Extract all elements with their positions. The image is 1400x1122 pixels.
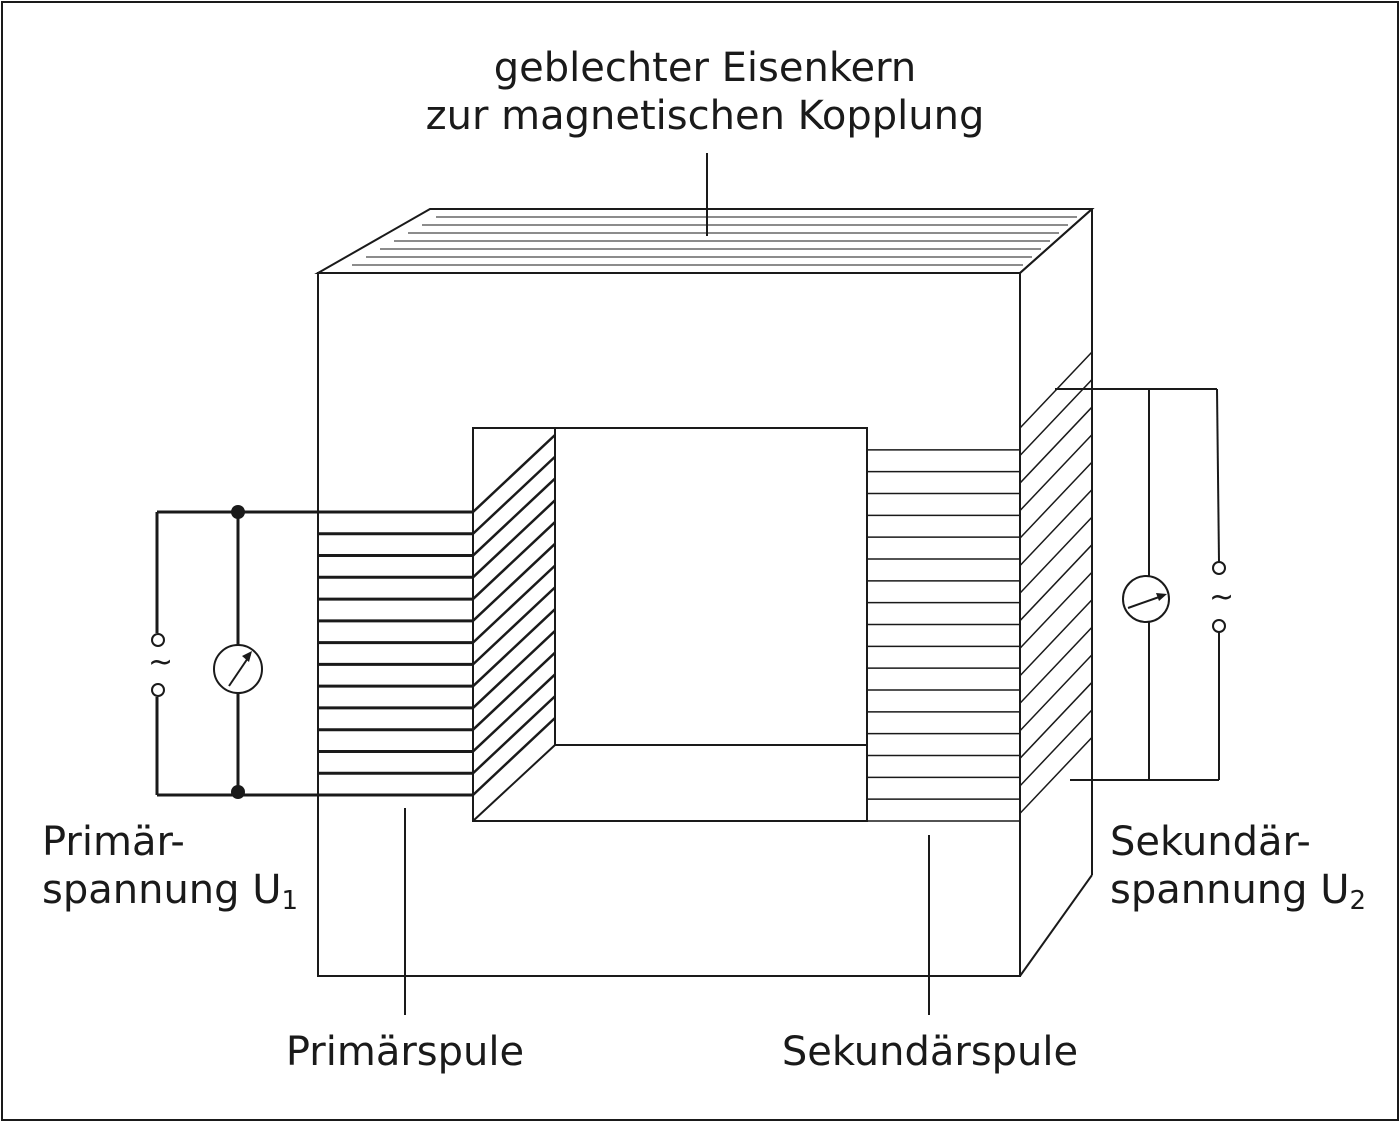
primary-winding-side (472, 630, 556, 709)
secondary-coil-label: Sekundärspule (781, 1029, 1079, 1075)
primary-voltage-label: Primär- spannung U1 (42, 818, 298, 919)
secondary-coil (866, 351, 1093, 822)
primary-winding-side (472, 564, 556, 644)
core-laminations (352, 216, 1077, 266)
secondary-winding-side (1019, 516, 1093, 594)
core-label-line2: zur magnetischen Kopplung (425, 93, 985, 139)
secondary-winding-side (1019, 709, 1093, 787)
primary-voltage-line2: spannung U (42, 867, 282, 913)
primary-coil (318, 430, 556, 821)
primary-winding-side (472, 673, 556, 753)
secondary-winding-side (1019, 681, 1093, 759)
secondary-voltage-line1: Sekundär- (1110, 819, 1311, 865)
primary-coil-label: Primärspule (285, 1029, 525, 1075)
primary-winding-side (472, 695, 556, 775)
primary-winding-side (472, 586, 556, 666)
secondary-winding-side (1019, 379, 1093, 457)
ac-terminal-bottom (151, 683, 165, 697)
secondary-winding-side (1019, 406, 1093, 484)
primary-winding-side (472, 434, 556, 513)
ac-source-primary-symbol: ~ (148, 645, 174, 680)
ac-terminal-top-secondary (1212, 561, 1226, 575)
secondary-winding-side (1019, 434, 1093, 512)
secondary-winding-side (1019, 544, 1093, 622)
junction-dot-top (231, 505, 245, 519)
secondary-winding-side (1019, 626, 1093, 704)
secondary-voltage-subscript: 2 (1349, 886, 1367, 916)
ac-terminal-bottom-secondary (1212, 619, 1226, 633)
core-window (472, 427, 868, 822)
primary-circuit (151, 505, 318, 799)
secondary-voltage-line2: spannung U (1110, 867, 1350, 913)
voltmeter-primary-icon (213, 644, 263, 694)
secondary-winding-side (1019, 461, 1093, 539)
core-label-line1: geblechter Eisenkern (493, 45, 917, 91)
primary-winding-side (472, 477, 556, 557)
primary-winding-side (472, 717, 556, 796)
primary-winding-side (472, 455, 556, 535)
ac-source-secondary-symbol: ~ (1209, 580, 1235, 615)
ac-terminal-top (151, 633, 165, 647)
primary-winding-side (472, 608, 556, 688)
junction-dot-bottom (231, 785, 245, 799)
iron-core (314, 208, 1095, 977)
primary-voltage-line1: Primär- (42, 819, 185, 865)
secondary-circuit (1055, 388, 1226, 781)
core-label: geblechter Eisenkern zur magnetischen Ko… (400, 44, 1010, 140)
voltmeter-secondary-icon (1122, 575, 1170, 623)
primary-voltage-subscript: 1 (281, 886, 299, 916)
secondary-winding-side (1019, 599, 1093, 677)
secondary-winding-side (1019, 571, 1093, 649)
secondary-winding-side (1019, 489, 1093, 567)
primary-winding-side (472, 499, 556, 579)
primary-winding-side (472, 521, 556, 600)
secondary-voltage-label: Sekundär- spannung U2 (1110, 818, 1366, 919)
secondary-winding-side (1019, 654, 1093, 732)
primary-winding-side (472, 542, 556, 622)
primary-winding-side (472, 651, 556, 731)
secondary-winding-side (1019, 736, 1093, 814)
leader-lines (404, 153, 930, 1015)
